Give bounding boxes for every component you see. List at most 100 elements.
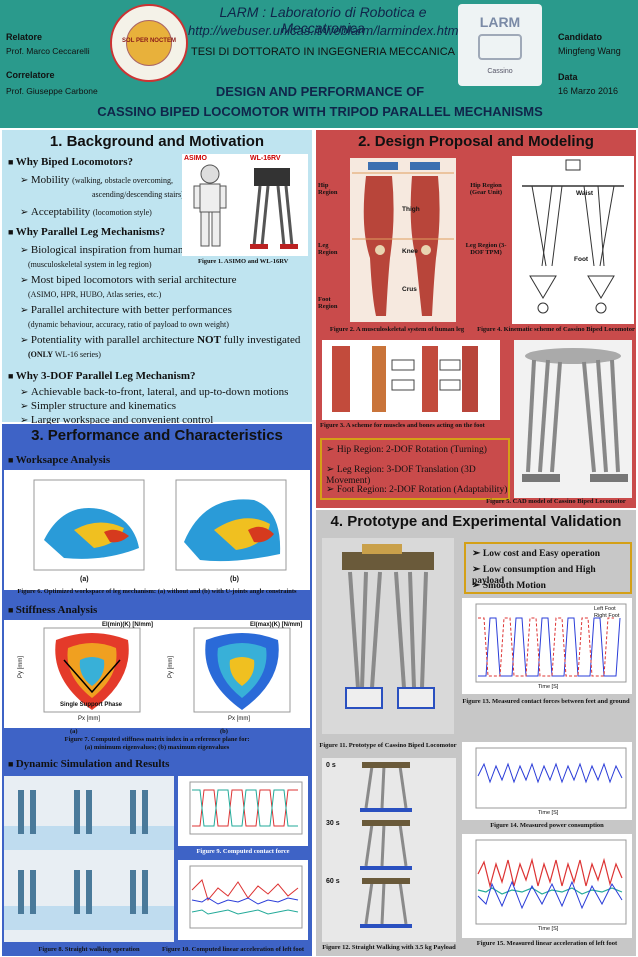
bullet-simpler: Simpler structure and kinematics (20, 400, 176, 413)
eimax-label: EI(max)(K) [N/mm] (250, 622, 303, 628)
fig3-caption: Figure 3. A scheme for muscles and bones… (320, 422, 485, 429)
fig15-xaxis: Time [S] (538, 926, 559, 932)
thesis-type: TESI DI DOTTORATO IN INGEGNERIA MECCANIC… (190, 46, 456, 58)
relatore-name: Prof. Marco Ceccarelli (6, 46, 90, 56)
label-foot: Foot (574, 256, 589, 263)
figure-foot-muscles (322, 340, 500, 420)
candidato-name: Mingfeng Wang (558, 46, 621, 56)
fig10-caption: Figure 10. Computed linear acceleration … (161, 946, 304, 953)
walking-payload-frames (360, 762, 412, 928)
logo-motto: SOL PER NOCTEM (122, 38, 176, 44)
stiffness-heading: Stiffness Analysis (8, 604, 98, 617)
fig7-caption-a: Figure 7. Computed stiffness matrix inde… (64, 736, 250, 743)
bullet-acceptability: Acceptability (locomotion style) (20, 206, 152, 219)
figure-left-foot-acceleration: Time [S] (462, 834, 632, 938)
q-biped: Why Biped Locomotors? (8, 156, 133, 169)
bullet-serial: Most biped locomotors with serial archit… (20, 274, 237, 287)
figure-cad-model (514, 340, 632, 498)
figure-prototype-photo (322, 538, 454, 734)
title-line-1: DESIGN AND PERFORMANCE OF (215, 84, 425, 99)
section4-title: 4. Prototype and Experimental Validation (330, 513, 622, 530)
label-knee: Knee (402, 248, 418, 255)
fig4-caption: Figure 4. Kinematic scheme of Cassino Bi… (477, 326, 635, 333)
time-30s: 30 s (326, 820, 340, 827)
q-3dof: Why 3-DOF Parallel Leg Mechanism? (8, 370, 196, 383)
left-foot-acceleration-chart (475, 839, 627, 925)
larm-logo-text: LARM (479, 14, 521, 30)
ssp-label: Single Support Phase (60, 702, 123, 708)
title-line-2: CASSINO BIPED LOCOMOTOR WITH TRIPOD PARA… (97, 104, 543, 119)
advantages-box: Low cost and Easy operation Low consumpt… (464, 542, 632, 594)
fig9-caption: Figure 9. Computed contact force (196, 848, 290, 855)
relatore-label: Relatore (6, 32, 43, 42)
stiff-sub-b: (b) (220, 728, 228, 735)
time-0s: 0 s (326, 762, 336, 769)
label-thigh: Thigh (402, 206, 420, 213)
larm-logo-sub: Cassino (487, 68, 513, 75)
contact-force-chart (189, 781, 303, 835)
q-parallel: Why Parallel Leg Mechanisms? (8, 226, 165, 239)
contact-forces-chart (475, 603, 627, 683)
lab-title: LARM : Laboratorio di Robotica e Meccatr… (219, 4, 427, 36)
dof-hip: Hip Region: 2-DOF Rotation (Turning) (326, 444, 487, 456)
fig6-caption: Figure 6. Optimized workspace of leg mec… (17, 588, 297, 595)
section1-title: 1. Background and Motivation (49, 133, 265, 150)
bullet-potential: Potentiality with parallel architecture … (20, 334, 300, 347)
university-logo: SOL PER NOCTEM (110, 4, 188, 82)
workspace-heading: Worksapce Analysis (8, 454, 110, 467)
fig14-caption: Figure 14. Measured power consumption (490, 822, 604, 829)
section-performance: 3. Performance and Characteristics Works… (2, 424, 312, 956)
dof-summary-box: Hip Region: 2-DOF Rotation (Turning) Leg… (320, 438, 510, 500)
legend-left-foot: Left Foot (594, 606, 616, 612)
bullet-mobility: Mobility (walking, obstacle overcoming, (20, 174, 173, 187)
dof-leg: Leg Region: 3-DOF Translation (3D Moveme… (326, 464, 508, 487)
fig15-caption: Figure 15. Measured linear acceleration … (476, 940, 618, 947)
section2-title: 2. Design Proposal and Modeling (358, 133, 594, 150)
bullet-perf-note: (dynamic behaviour, accuracy, ratio of p… (28, 320, 229, 329)
larm-logo: LARM Cassino (458, 4, 542, 86)
figure-stiffness: EI(min)(K) [N/mm] EI(max)(K) [N/mm] Sing… (4, 620, 310, 728)
header-banner: Relatore Prof. Marco Ceccarelli Correlat… (0, 0, 638, 128)
section3-title: 3. Performance and Characteristics (31, 427, 283, 444)
workspace-sub-b: (b) (230, 576, 239, 583)
data-value: 16 Marzo 2016 (558, 86, 619, 96)
figure-kinematic-scheme: Waist Foot (512, 156, 634, 324)
data-label: Data (558, 72, 578, 82)
adv-smooth-motion: Smooth Motion (472, 580, 546, 592)
stiffness-plots (43, 627, 291, 713)
figure-power-consumption: Time [S] (462, 742, 632, 820)
fig14-xaxis: Time [S] (538, 810, 559, 816)
stiff-sub-a: (a) (70, 728, 78, 735)
figure-asimo-wl16: ASIMO WL-16RV (182, 154, 308, 256)
fig7-caption-b: (a) minimum eigenvalues; (b) maximum eig… (84, 744, 230, 751)
fig13-caption: Figure 13. Measured contact forces betwe… (462, 698, 630, 705)
workspace-plots (33, 479, 287, 571)
workspace-sub-a: (a) (80, 576, 89, 583)
fig5-caption: Figure 5. CAD model of Cassino Biped Loc… (486, 498, 626, 505)
label-leg-tpm: Leg Region (3-DOF TPM) (465, 242, 507, 256)
correlatore-label: Correlatore (6, 70, 55, 80)
section-design-modeling: 2. Design Proposal and Modeling Hip Regi… (316, 130, 636, 508)
walking-frames (4, 790, 174, 930)
cad-model-illustration (522, 348, 628, 482)
py-label-b: Py [mm] (168, 656, 174, 678)
dof-foot: Foot Region: 2-DOF Rotation (Adaptabilit… (326, 484, 507, 496)
lab-url[interactable]: http://webuser.unicas.it/weblarm/larmind… (188, 23, 459, 38)
candidato-label: Candidato (558, 32, 602, 42)
adv-low-cost: Low cost and Easy operation (472, 548, 600, 560)
py-label-a: Py [mm] (18, 656, 24, 678)
label-waist: Waist (576, 190, 594, 197)
figure-walking-payload: 0 s 30 s 60 s (322, 758, 456, 942)
asimo-label: ASIMO (184, 155, 207, 162)
fig12-caption: Figure 12. Straight Walking with 3.5 kg … (322, 944, 456, 951)
fig11-caption: Figure 11. Prototype of Cassino Biped Lo… (319, 742, 457, 749)
figure-walking-operation (4, 776, 174, 942)
bullet-bio: Biological inspiration from human leg (20, 244, 200, 257)
power-chart (475, 747, 627, 809)
legend-right-foot: Right Foot (594, 613, 620, 619)
bullet-motions: Achievable back-to-front, lateral, and u… (20, 386, 289, 399)
figure-leg-musculoskeletal: Thigh Knee Crus (350, 158, 456, 322)
acceleration-chart (189, 865, 303, 929)
correlatore-name: Prof. Giuseppe Carbone (6, 86, 98, 96)
section-prototype-validation: 4. Prototype and Experimental Validation… (316, 510, 636, 956)
